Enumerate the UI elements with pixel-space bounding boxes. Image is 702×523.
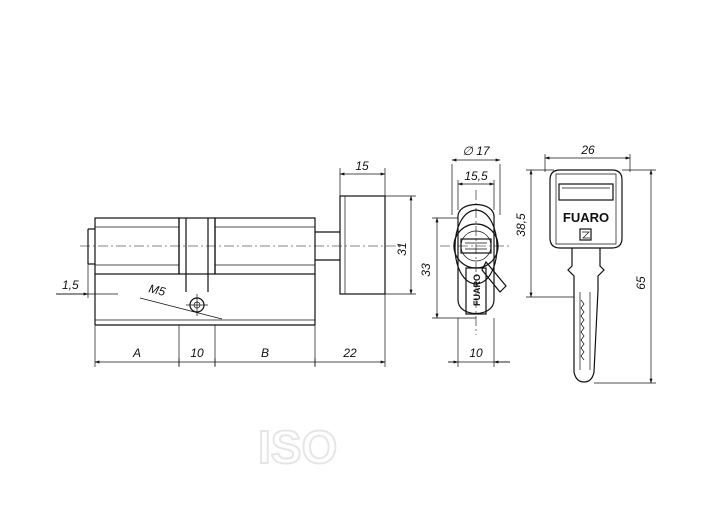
key-brand: FUARO: [563, 210, 609, 225]
side-view-dimensions: A 10 B 22 15 31 1,5 M5: [56, 159, 416, 367]
dim-knob-d: 31: [395, 242, 409, 255]
dim-key-len: 65: [634, 276, 648, 290]
dim-a: A: [132, 346, 141, 360]
front-brand: FUARO: [472, 274, 482, 306]
dim-thread: M5: [147, 281, 167, 299]
dim-knob-w: 15: [355, 159, 369, 173]
dim-key-head: 38,5: [514, 213, 528, 237]
cylinder-side-view: [80, 195, 402, 326]
watermark: ISO: [258, 421, 337, 473]
key-drawing: FUARO: [549, 169, 623, 383]
cylinder-front-view: FUARO: [440, 190, 512, 335]
dim-dia: ∅ 17: [462, 144, 490, 158]
dim-cam: 10: [469, 346, 483, 360]
dim-b: B: [261, 346, 269, 360]
dim-key-w: 26: [580, 143, 595, 157]
front-view-dimensions: ∅ 17 15,5 33 10: [419, 144, 510, 367]
key-dimensions: 26 38,5 65: [514, 143, 656, 384]
dim-mid: 10: [190, 346, 204, 360]
dim-height: 33: [419, 263, 433, 277]
dim-knob-len: 22: [342, 346, 357, 360]
dim-width: 15,5: [464, 169, 488, 183]
dim-retraction: 1,5: [62, 278, 79, 292]
